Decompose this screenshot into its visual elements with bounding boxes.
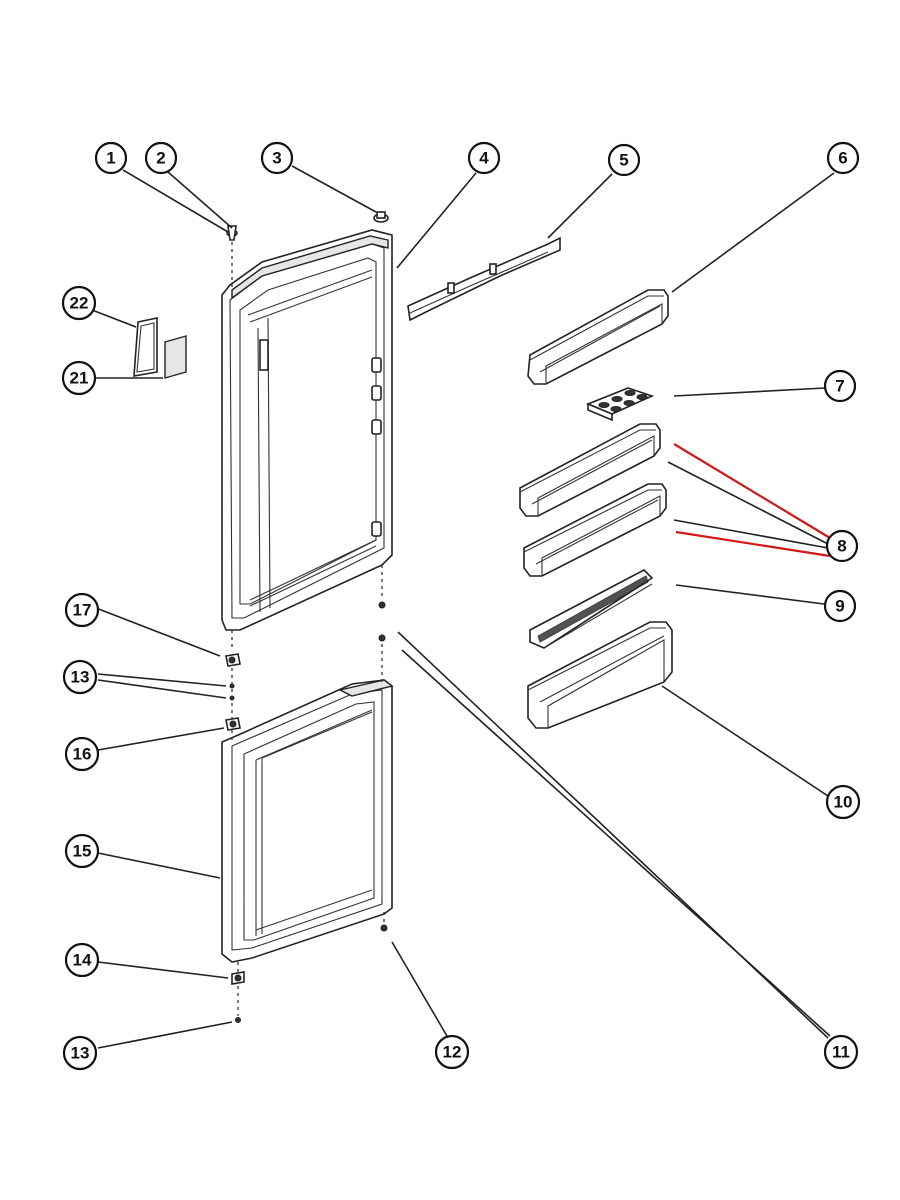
callout-14: 14 [64, 942, 100, 978]
label-panels [133, 317, 187, 379]
svg-text:17: 17 [73, 601, 92, 620]
shelf-clip-3 [371, 419, 382, 435]
svg-text:8: 8 [837, 537, 846, 556]
handle-trim [407, 236, 561, 322]
svg-text:5: 5 [619, 151, 628, 170]
bottom-hinge-parts [231, 912, 388, 1023]
trim-tab-2 [489, 263, 497, 275]
callout-22: 22 [61, 285, 97, 321]
callout-21: 21 [61, 360, 97, 396]
leader-lines [91, 165, 835, 1049]
door-bin-8-lower [523, 483, 667, 577]
middle-hinge-parts [225, 565, 386, 742]
svg-text:6: 6 [838, 149, 847, 168]
svg-text:21: 21 [70, 369, 89, 388]
svg-text:12: 12 [443, 1043, 462, 1062]
svg-text:22: 22 [70, 294, 89, 313]
bottle-rack-9 [529, 569, 654, 649]
lower-door [221, 679, 394, 963]
svg-text:13: 13 [71, 1044, 90, 1063]
trim-tab-1 [447, 282, 455, 294]
svg-text:9: 9 [835, 597, 844, 616]
callout-4: 4 [467, 141, 501, 175]
door-bin-6 [527, 289, 669, 385]
svg-text:16: 16 [73, 745, 92, 764]
door-bin-8-upper [519, 423, 661, 517]
callout-1: 1 [94, 141, 128, 175]
callout-6: 6 [826, 141, 860, 175]
callout-13-upper: 13 [62, 659, 98, 695]
svg-text:13: 13 [71, 668, 90, 687]
callout-12: 12 [434, 1034, 470, 1070]
svg-text:15: 15 [73, 842, 92, 861]
callout-13-lower: 13 [62, 1035, 98, 1071]
callout-17: 17 [64, 592, 100, 628]
callout-8: 8 [825, 529, 859, 563]
svg-text:11: 11 [832, 1043, 850, 1062]
door-bin-10 [527, 621, 673, 729]
callout-7: 7 [823, 369, 857, 403]
callout-16: 16 [64, 736, 100, 772]
top-hinge-parts [226, 211, 389, 290]
door-handle-slot [259, 339, 269, 371]
shelf-clip-2 [371, 385, 382, 401]
callout-2: 2 [144, 141, 178, 175]
svg-text:10: 10 [834, 793, 853, 812]
svg-text:4: 4 [479, 149, 489, 168]
svg-text:3: 3 [272, 149, 281, 168]
egg-tray-7 [585, 387, 655, 422]
svg-text:1: 1 [106, 149, 115, 168]
callout-15: 15 [64, 833, 100, 869]
callout-11: 11 [823, 1034, 859, 1070]
upper-door [221, 229, 393, 631]
svg-text:7: 7 [835, 377, 844, 396]
callout-5: 5 [607, 143, 641, 177]
svg-text:2: 2 [156, 149, 165, 168]
callout-9: 9 [823, 589, 857, 623]
callout-10: 10 [825, 784, 861, 820]
shelf-clip-1 [371, 357, 382, 373]
callout-3: 3 [260, 141, 294, 175]
svg-text:14: 14 [73, 951, 92, 970]
shelf-clip-4 [371, 521, 382, 537]
